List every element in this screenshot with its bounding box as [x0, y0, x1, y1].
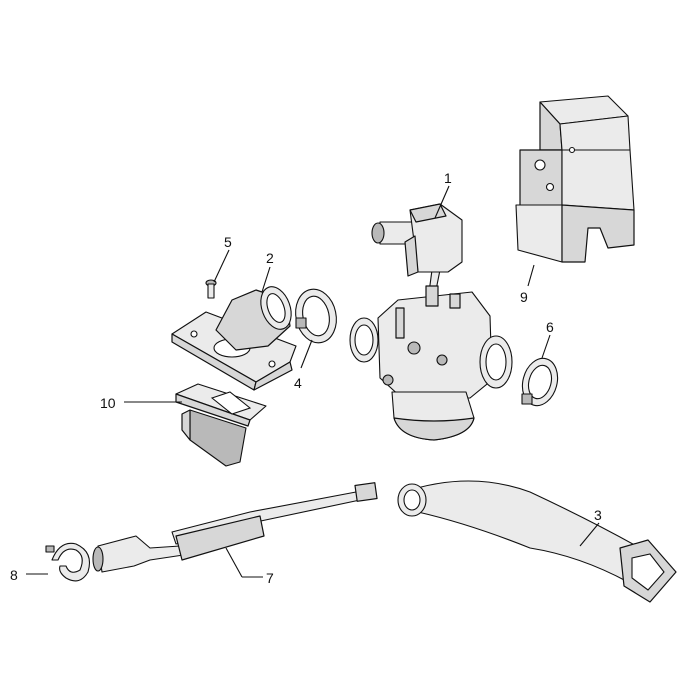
callout-1: 1: [444, 170, 452, 186]
part-1-carburetor: [349, 203, 513, 441]
leader-1: [434, 185, 450, 219]
leader-3: [579, 522, 600, 547]
leader-4: [300, 339, 313, 369]
callout-9: 9: [520, 289, 528, 305]
leader-6: [541, 334, 551, 359]
callout-2: 2: [266, 250, 274, 266]
part-2-intake-manifold: [171, 286, 297, 391]
part-10-reed-valve: [175, 383, 267, 467]
leader-2: [261, 266, 271, 293]
callout-7: 7: [266, 570, 274, 586]
leader-5: [213, 249, 230, 283]
callout-5: 5: [224, 234, 232, 250]
leader-9: [527, 264, 535, 287]
callout-8: 8: [10, 567, 18, 583]
part-6-clamp: [521, 357, 559, 407]
callout-3: 3: [594, 507, 602, 523]
part-5-screw: [205, 279, 217, 299]
part-3-hose: [397, 480, 677, 603]
callout-10: 10: [100, 395, 116, 411]
part-4-clamp: [295, 288, 337, 344]
callout-6: 6: [546, 319, 554, 335]
part-8-clip: [45, 542, 91, 582]
part-9-cover: [515, 95, 635, 263]
leader-lines: [26, 185, 600, 578]
part-7-pipe: [92, 482, 378, 573]
leader-7b: [225, 547, 243, 578]
callout-labels: 1 2 3 4 5 6 7 8 9 10: [10, 170, 602, 586]
callout-4: 4: [294, 375, 302, 391]
